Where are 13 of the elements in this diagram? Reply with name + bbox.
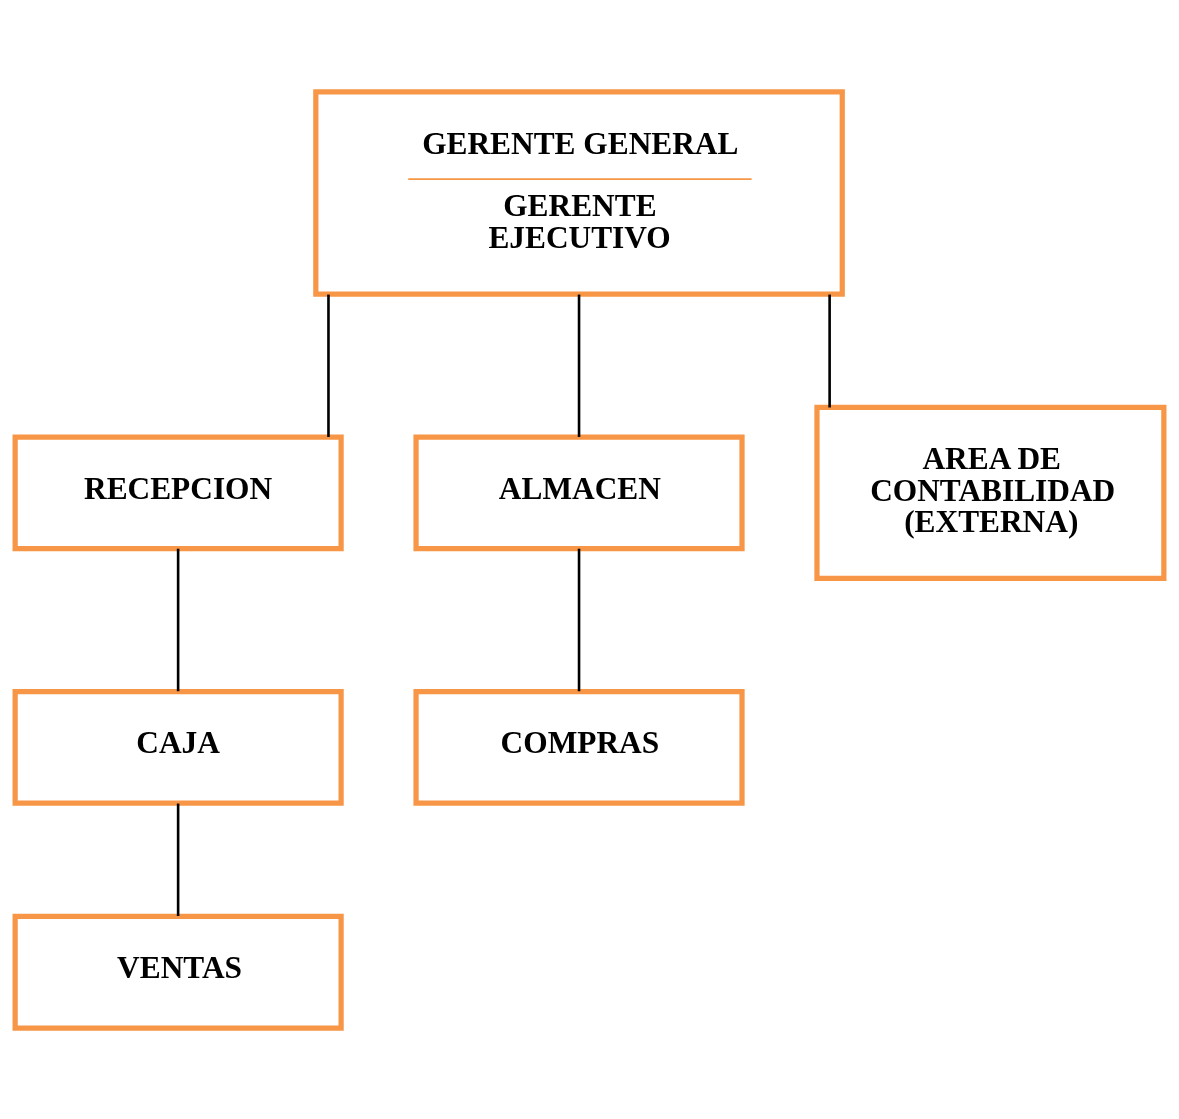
connector <box>176 548 180 691</box>
node-box: AREA DE CONTABILIDAD (EXTERNA) <box>814 404 1167 581</box>
connector <box>828 294 831 407</box>
node-box: GERENTE GENERAL GERENTE EJECUTIVO <box>313 88 845 297</box>
connector <box>577 294 581 437</box>
node-box: CAJA <box>12 688 344 806</box>
connector <box>577 548 581 691</box>
node-box: VENTAS <box>12 913 344 1031</box>
node-box: COMPRAS <box>413 688 745 806</box>
node-box: RECEPCION <box>12 434 344 551</box>
connector <box>176 803 180 916</box>
connector <box>327 294 330 437</box>
node-box: ALMACEN <box>413 434 745 551</box>
